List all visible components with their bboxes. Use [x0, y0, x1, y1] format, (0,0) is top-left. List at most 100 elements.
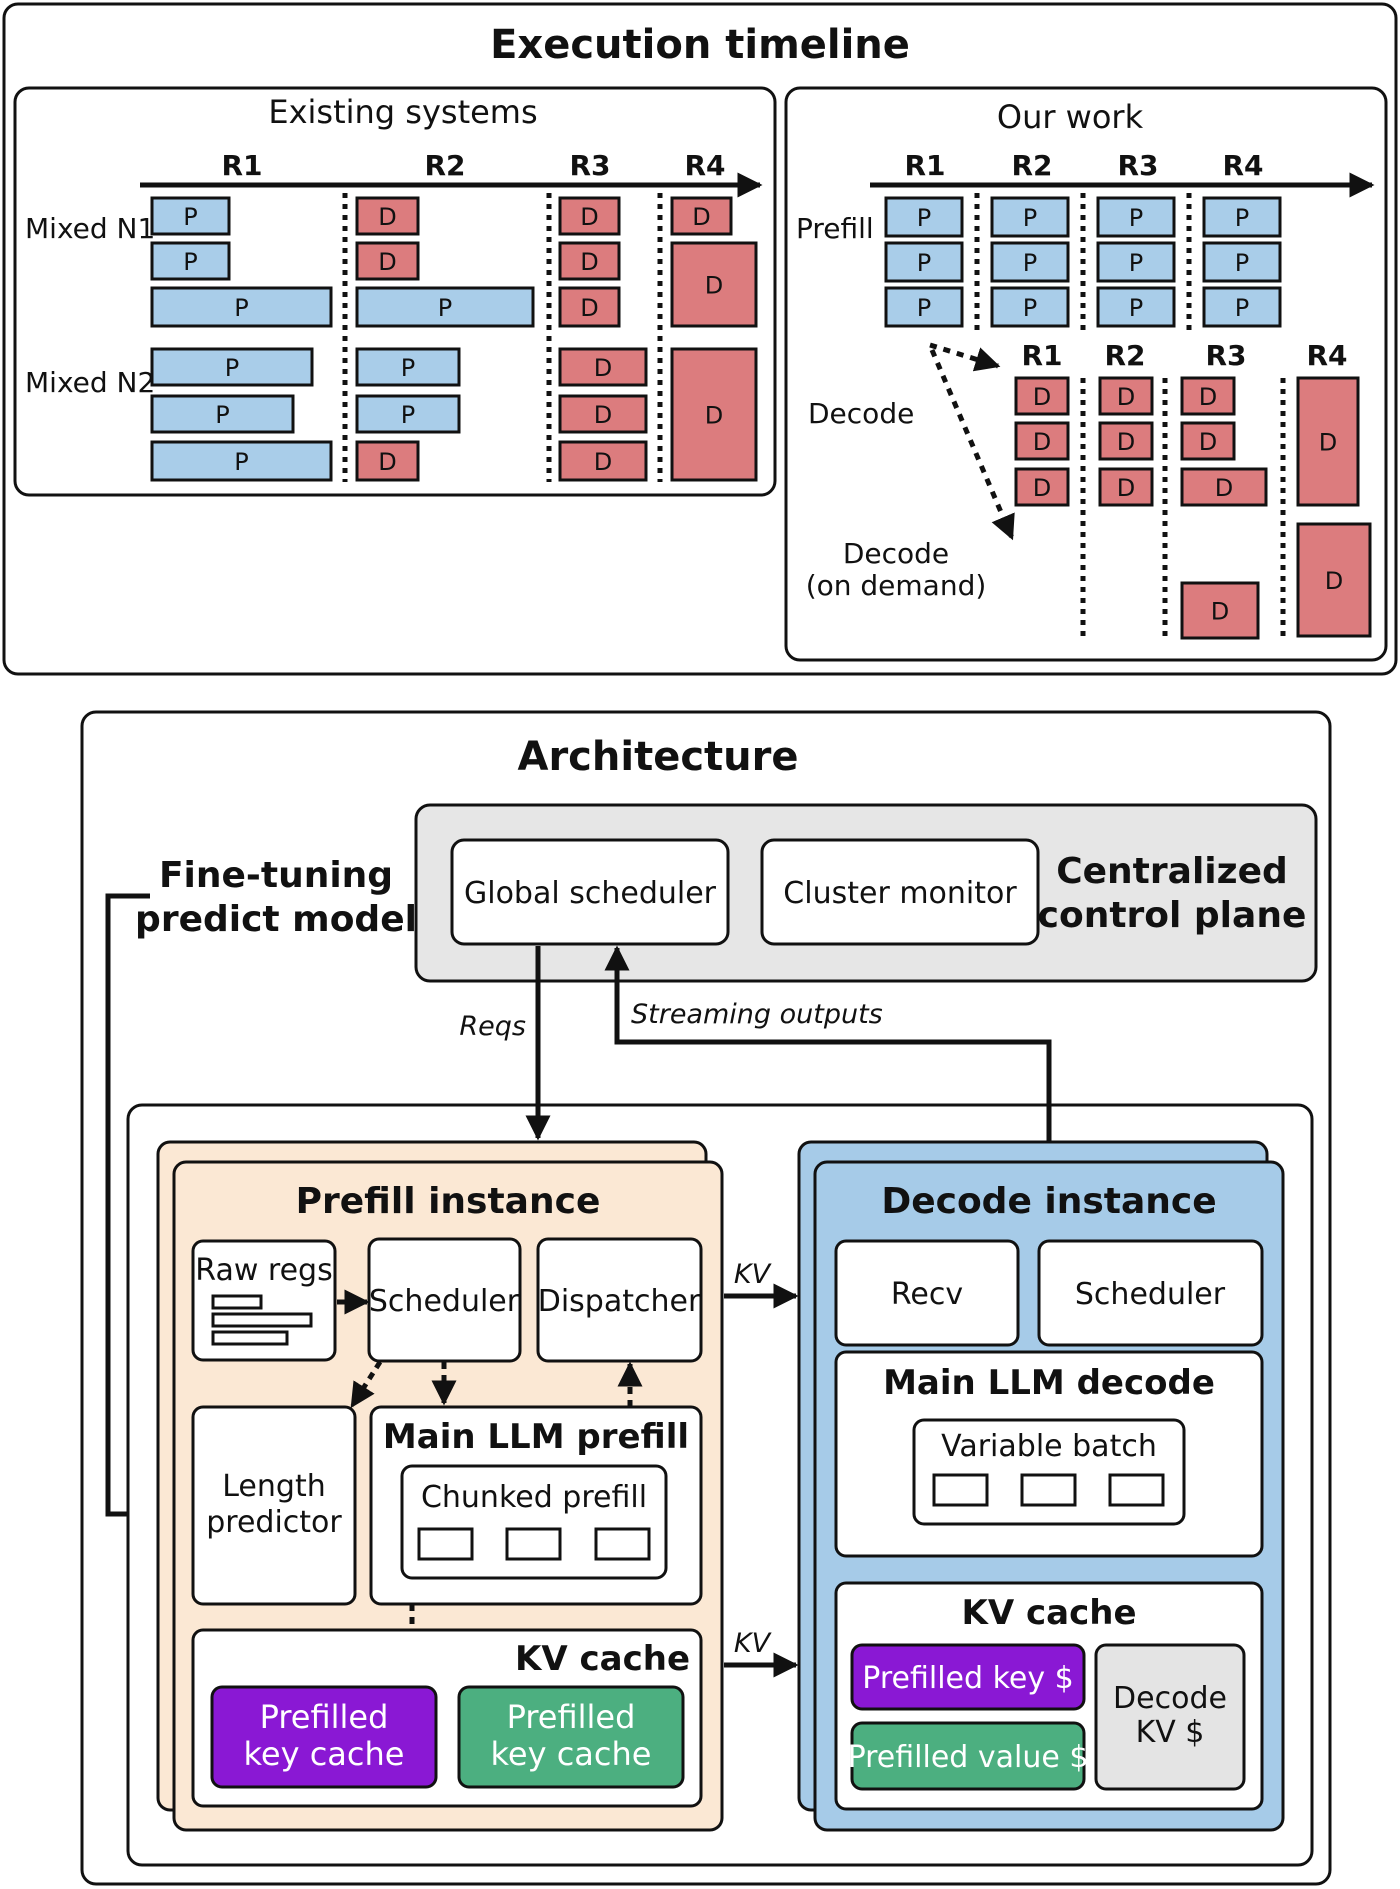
- existing-block-2-label: P: [183, 248, 197, 276]
- ours-decode-round-r4: R4: [1306, 339, 1347, 372]
- existing-block-12-rect: [150, 347, 314, 387]
- decode-scheduler-box[interactable]: [1037, 1239, 1264, 1347]
- existing-round-r3: R3: [569, 149, 610, 182]
- existing-block-2-rect: [150, 241, 231, 281]
- existing-block-21: D: [670, 347, 758, 482]
- prefilled-value-box[interactable]: [850, 1721, 1086, 1791]
- global-scheduler-box[interactable]: [450, 838, 730, 946]
- our-work-block-14-label: D: [1033, 428, 1051, 456]
- existing-round-r2: R2: [424, 149, 465, 182]
- fine-tuning-label-2: predict model: [135, 899, 417, 940]
- batch-slot-2: [1020, 1473, 1077, 1507]
- prefilled-key-cache-green[interactable]: [457, 1685, 685, 1789]
- chunk-slot-1: [417, 1527, 474, 1561]
- our-work-block-1-rect: [884, 196, 964, 238]
- streaming-outputs-label: Streaming outputs: [631, 999, 883, 1030]
- existing-block-8: D: [558, 241, 621, 281]
- our-work-panel: Our work R1 R2 R3 R4 Prefill Decode Deco…: [784, 86, 1388, 662]
- existing-block-18: D: [558, 347, 648, 387]
- our-work-block-9-label: P: [1129, 294, 1143, 322]
- row-label-mixed-n1: Mixed N1: [25, 212, 155, 245]
- control-plane-label-1: Centralized: [1056, 851, 1288, 892]
- green-label-1: Prefilled: [507, 1698, 636, 1736]
- ours-decode-round-r3: R3: [1205, 339, 1246, 372]
- decode-kv-label-2: KV $: [1136, 1715, 1205, 1750]
- our-work-block-10-label: P: [1235, 204, 1249, 232]
- reqs-label: Reqs: [459, 1011, 526, 1042]
- existing-block-2: P: [150, 241, 231, 281]
- existing-block-8-label: D: [580, 248, 598, 276]
- ours-row-on-demand-2: (on demand): [806, 569, 987, 602]
- our-work-block-10: P: [1202, 196, 1282, 238]
- existing-block-5: D: [355, 241, 420, 281]
- existing-block-16-label: P: [401, 401, 415, 429]
- prefill-kv-cache-label: KV cache: [515, 1639, 690, 1679]
- control-plane-label-2: control plane: [1038, 895, 1307, 936]
- decode-kv-box[interactable]: [1094, 1643, 1246, 1791]
- existing-systems-panel: Existing systems R1 R2 R3 R4 Mixed N1 Mi…: [13, 86, 777, 497]
- our-work-block-6: P: [990, 286, 1070, 328]
- our-work-block-15: D: [1014, 467, 1070, 507]
- our-work-block-17-label: D: [1117, 428, 1135, 456]
- length-predictor-label-1: Length: [222, 1469, 325, 1504]
- our-work-block-6-label: P: [1023, 294, 1037, 322]
- our-work-block-24-label: D: [1211, 598, 1229, 626]
- decode-kv-label-1: Decode: [1113, 1681, 1227, 1716]
- our-work-block-11: P: [1202, 241, 1282, 283]
- scheduler-to-length-arrow: [349, 1360, 383, 1409]
- existing-round-r1: R1: [221, 149, 262, 182]
- existing-block-17-label: D: [378, 448, 396, 476]
- our-work-block-23-rect: [1296, 522, 1372, 638]
- length-predictor-box[interactable]: [191, 1405, 357, 1606]
- our-work-block-18-label: D: [1117, 474, 1135, 502]
- prefill-scheduler-box[interactable]: [367, 1237, 522, 1363]
- our-work-block-14-rect: [1014, 421, 1070, 461]
- our-work-block-18-rect: [1098, 467, 1154, 507]
- existing-block-19: D: [558, 394, 648, 434]
- our-work-block-12: P: [1202, 286, 1282, 328]
- our-work-block-21-rect: [1180, 467, 1268, 507]
- recv-box[interactable]: [834, 1239, 1020, 1347]
- chunk-slot-3: [594, 1527, 651, 1561]
- existing-block-15-rect: [355, 347, 461, 387]
- our-work-block-13-label: D: [1033, 383, 1051, 411]
- ours-round-r2: R2: [1011, 149, 1052, 182]
- existing-block-18-rect: [558, 347, 648, 387]
- existing-block-21-rect: [670, 347, 758, 482]
- cluster-monitor-label: Cluster monitor: [783, 876, 1017, 911]
- our-work-block-9-rect: [1096, 286, 1176, 328]
- prefill-instance-title: Prefill instance: [296, 1181, 601, 1222]
- control-plane: Global scheduler Cluster monitor Central…: [414, 803, 1318, 983]
- raw-reqs-box[interactable]: [191, 1239, 337, 1362]
- dispatcher-box[interactable]: [536, 1237, 703, 1363]
- our-work-block-12-label: P: [1235, 294, 1249, 322]
- existing-block-1: P: [150, 196, 231, 236]
- prefill-scheduler-label: Scheduler: [369, 1284, 520, 1319]
- prefilled-key-label: Prefilled key $: [862, 1661, 1073, 1696]
- existing-block-9-label: D: [580, 294, 598, 322]
- our-work-block-16-label: D: [1117, 383, 1135, 411]
- prefilled-key-box[interactable]: [850, 1643, 1086, 1711]
- our-work-block-1: P: [884, 196, 964, 238]
- our-work-block-17: D: [1098, 421, 1154, 461]
- ours-round-r4: R4: [1222, 149, 1263, 182]
- existing-block-13-rect: [150, 394, 295, 434]
- recv-label: Recv: [891, 1277, 963, 1312]
- existing-block-14-rect: [150, 440, 333, 482]
- existing-block-11-rect: [670, 241, 758, 328]
- our-work-block-22-label: D: [1319, 429, 1337, 457]
- main-llm-prefill-label: Main LLM prefill: [383, 1417, 689, 1457]
- cluster-monitor-box[interactable]: [760, 838, 1040, 946]
- our-work-block-5: P: [990, 241, 1070, 283]
- existing-block-10: D: [670, 196, 733, 236]
- existing-block-3-rect: [150, 286, 333, 328]
- prefilled-key-cache-purple[interactable]: [210, 1685, 438, 1789]
- our-work-block-21: D: [1180, 467, 1268, 507]
- our-work-title: Our work: [997, 98, 1144, 136]
- existing-block-4: D: [355, 196, 420, 236]
- our-work-block-24: D: [1180, 581, 1260, 640]
- our-work-block-22-rect: [1296, 376, 1360, 507]
- existing-block-19-rect: [558, 394, 648, 434]
- dispatcher-label: Dispatcher: [538, 1284, 701, 1319]
